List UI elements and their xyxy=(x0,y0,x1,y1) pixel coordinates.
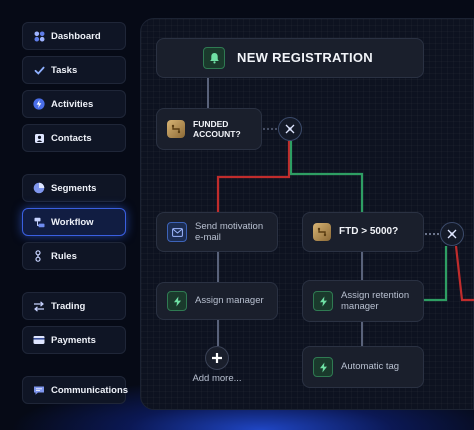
sidebar-item-label: Contacts xyxy=(51,132,92,144)
action-label: Send motivation e-mail xyxy=(195,220,264,243)
bolt-icon xyxy=(167,291,187,311)
branch-hub-icon[interactable] xyxy=(278,117,302,141)
action-label: Automatic tag xyxy=(341,361,400,373)
dashboard-icon xyxy=(33,30,45,42)
sidebar-item-label: Trading xyxy=(51,300,86,312)
check-icon xyxy=(33,64,45,76)
workflow-title: NEW REGISTRATION xyxy=(237,50,373,66)
condition-node-ftd[interactable]: FTD > 5000? xyxy=(302,212,424,252)
bell-icon xyxy=(203,47,225,69)
action-node-automatic-tag[interactable]: Automatic tag xyxy=(302,346,424,388)
sidebar-item-trading[interactable]: Trading xyxy=(22,292,126,320)
action-label: Assign manager xyxy=(195,295,264,307)
sidebar-item-label: Communications xyxy=(51,384,129,396)
sidebar-item-rules[interactable]: Rules xyxy=(22,242,126,270)
sidebar-item-label: Activities xyxy=(51,98,94,110)
condition-label: FTD > 5000? xyxy=(339,226,399,237)
chat-icon xyxy=(33,384,45,396)
pie-chart-icon xyxy=(33,182,45,194)
condition-icon xyxy=(313,223,331,241)
bolt-icon xyxy=(313,291,333,311)
sidebar-item-segments[interactable]: Segments xyxy=(22,174,126,202)
sidebar-item-label: Rules xyxy=(51,250,77,262)
sidebar-item-label: Dashboard xyxy=(51,30,101,42)
sidebar-item-workflow[interactable]: Workflow xyxy=(22,208,126,236)
sidebar-item-activities[interactable]: Activities xyxy=(22,90,126,118)
bolt-icon xyxy=(313,357,333,377)
sidebar-item-payments[interactable]: Payments xyxy=(22,326,126,354)
add-step-button[interactable] xyxy=(205,346,229,370)
sidebar-item-label: Payments xyxy=(51,334,96,346)
action-node-assign-retention-manager[interactable]: Assign retention manager xyxy=(302,280,424,322)
sidebar-item-contacts[interactable]: Contacts xyxy=(22,124,126,152)
arrows-exchange-icon xyxy=(33,300,45,312)
trigger-node-new-registration[interactable]: NEW REGISTRATION xyxy=(156,38,424,78)
branch-hub-icon[interactable] xyxy=(440,222,464,246)
condition-node-funded-account[interactable]: FUNDED ACCOUNT? xyxy=(156,108,262,150)
condition-icon xyxy=(167,120,185,138)
contact-card-icon xyxy=(33,132,45,144)
add-more-label[interactable]: Add more... xyxy=(192,373,242,384)
rules-icon xyxy=(33,250,45,262)
sidebar-item-dashboard[interactable]: Dashboard xyxy=(22,22,126,50)
plus-icon xyxy=(212,353,222,363)
bolt-icon xyxy=(33,98,45,110)
condition-label: FUNDED ACCOUNT? xyxy=(193,118,241,139)
credit-card-icon xyxy=(33,334,45,346)
sidebar-item-label: Tasks xyxy=(51,64,78,76)
sidebar-item-label: Workflow xyxy=(51,216,94,228)
action-label: Assign retention manager xyxy=(341,289,410,312)
sidebar-item-tasks[interactable]: Tasks xyxy=(22,56,126,84)
action-node-assign-manager[interactable]: Assign manager xyxy=(156,282,278,320)
sidebar-item-label: Segments xyxy=(51,182,97,194)
action-node-send-motivation-email[interactable]: Send motivation e-mail xyxy=(156,212,278,252)
sidebar-item-communications[interactable]: Communications xyxy=(22,376,129,404)
workflow-icon xyxy=(33,216,45,228)
mail-icon xyxy=(167,222,187,242)
